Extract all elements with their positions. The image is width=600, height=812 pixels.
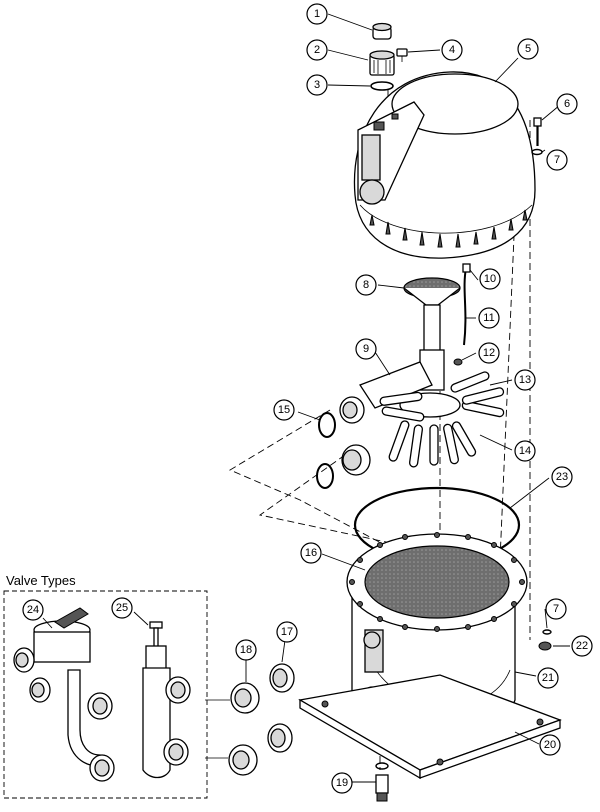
callout-label-20: 20 — [544, 739, 556, 751]
callout-label-11: 11 — [483, 312, 494, 324]
callout-24: 24 — [22, 599, 44, 621]
callout-4: 4 — [441, 39, 463, 61]
part-18-union-tailpiece — [205, 682, 260, 776]
callout-1: 1 — [306, 3, 328, 25]
callout-18: 18 — [235, 639, 257, 661]
callout-13: 13 — [514, 369, 536, 391]
part-10-11-cable — [462, 263, 471, 346]
callout-6: 6 — [556, 93, 578, 115]
callout-label-8: 8 — [363, 279, 369, 291]
valve-types-frame — [3, 590, 208, 799]
callout-label-6: 6 — [564, 98, 570, 110]
callout-8: 8 — [355, 274, 377, 296]
callout-label-21: 21 — [542, 672, 554, 684]
callout-label-23: 23 — [556, 471, 568, 483]
callout-label-1: 1 — [314, 8, 320, 20]
callout-12: 12 — [478, 342, 500, 364]
callout-label-7-top: 7 — [554, 154, 560, 166]
part-1-pressure-gauge — [372, 22, 392, 40]
part-25-push-pull-valve — [142, 621, 191, 779]
part-15-bulkhead-fittings — [316, 412, 371, 489]
part-2-adapter — [369, 50, 395, 76]
leader-lines — [42, 13, 570, 783]
part-19-drain-plug — [375, 762, 389, 802]
part-20-base-plate — [298, 674, 562, 780]
callout-label-2: 2 — [314, 44, 320, 56]
callout-label-18: 18 — [240, 644, 252, 656]
flange-bolt-holes — [349, 532, 525, 632]
callout-label-3: 3 — [314, 79, 320, 91]
valve-types-title: Valve Types — [6, 573, 76, 588]
callout-label-15: 15 — [278, 404, 290, 416]
part-22-nut — [538, 641, 552, 651]
callout-label-13: 13 — [519, 374, 531, 386]
part-5-filter-lid — [353, 71, 536, 259]
callout-7a: 7 — [546, 149, 568, 171]
part-7-washer-bottom — [542, 629, 552, 635]
part-7-washer-top — [531, 148, 543, 156]
part-9-center-pipe — [339, 304, 445, 424]
callout-20: 20 — [539, 734, 561, 756]
part-13-14-laterals — [379, 371, 505, 468]
callout-label-12: 12 — [483, 347, 495, 359]
part-17-union-nut — [267, 663, 295, 753]
callout-label-25: 25 — [116, 602, 128, 614]
part-16-flange — [346, 532, 528, 632]
callout-10: 10 — [479, 268, 501, 290]
callout-label-16: 16 — [305, 547, 317, 559]
callout-9: 9 — [355, 338, 377, 360]
callout-21: 21 — [537, 667, 559, 689]
callout-label-14: 14 — [519, 445, 531, 457]
callout-7b: 7 — [545, 598, 567, 620]
callout-label-19: 19 — [336, 777, 348, 789]
callout-2: 2 — [306, 39, 328, 61]
part-24-multiport-valve — [13, 607, 115, 782]
callout-5: 5 — [517, 38, 539, 60]
callout-14: 14 — [514, 440, 536, 462]
callout-label-24: 24 — [27, 604, 39, 616]
part-4-air-relief-valve — [396, 48, 408, 62]
callout-label-4: 4 — [449, 44, 455, 56]
valve-types-inset: Valve Types — [3, 573, 208, 799]
callout-17: 17 — [276, 621, 298, 643]
part-8-diffuser — [403, 277, 461, 306]
callout-23: 23 — [551, 466, 573, 488]
callout-22: 22 — [571, 635, 593, 657]
callout-label-5: 5 — [525, 43, 531, 55]
callout-label-10: 10 — [484, 273, 496, 285]
callout-15: 15 — [273, 399, 295, 421]
callout-19: 19 — [331, 772, 353, 794]
part-3-o-ring — [370, 81, 394, 91]
callout-16: 16 — [300, 542, 322, 564]
part-6-bolt — [533, 117, 542, 146]
lid-teeth — [369, 209, 528, 248]
callout-11: 11 — [478, 307, 500, 329]
part-12-fitting — [453, 358, 463, 366]
callout-25: 25 — [111, 597, 133, 619]
callout-label-22: 22 — [576, 640, 588, 652]
callout-label-17: 17 — [281, 626, 293, 638]
callout-label-9: 9 — [363, 343, 369, 355]
callout-3: 3 — [306, 74, 328, 96]
callout-label-7-bottom: 7 — [553, 603, 559, 615]
callouts: 1 2 3 4 5 6 7 8 9 10 11 12 13 14 15 23 1… — [22, 3, 593, 794]
